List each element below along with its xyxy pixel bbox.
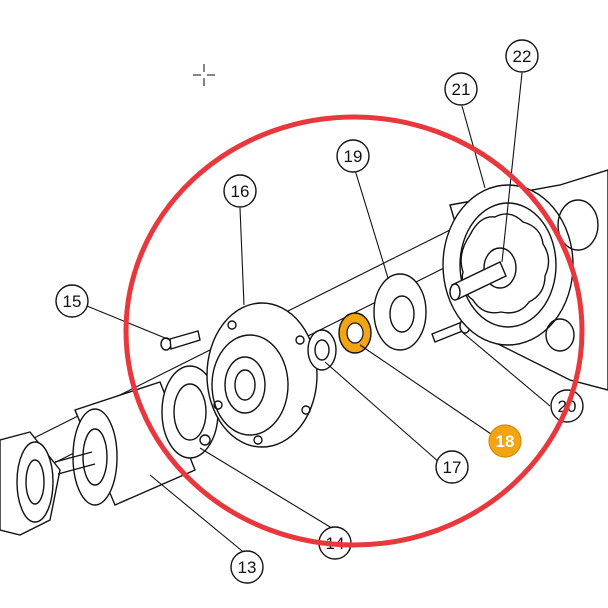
callout-18-label: 18 xyxy=(496,432,515,451)
callout-19: 19 xyxy=(336,139,370,173)
callout-22: 22 xyxy=(505,39,539,73)
callout-16-label: 16 xyxy=(231,182,250,201)
callout-21: 21 xyxy=(444,72,478,106)
callout-16: 16 xyxy=(223,174,257,208)
part-15-bolt xyxy=(160,330,201,351)
part-21-gear-housing xyxy=(442,169,608,391)
callout-17-label: 17 xyxy=(443,458,462,477)
callout-19-label: 19 xyxy=(344,147,363,166)
crosshair-icon xyxy=(193,64,215,86)
part-19-shim-disc xyxy=(373,273,427,351)
callout-13-label: 13 xyxy=(238,558,257,577)
callout-22-label: 22 xyxy=(513,47,532,66)
part-18-ring xyxy=(338,312,372,354)
part-17-bearing xyxy=(307,329,337,371)
callout-15: 15 xyxy=(55,284,89,318)
callout-15-label: 15 xyxy=(63,292,82,311)
callout-21-label: 21 xyxy=(452,80,471,99)
callout-18: 18 xyxy=(488,424,522,458)
part-16-flange-plate xyxy=(206,302,318,448)
part-14-flange xyxy=(161,365,219,459)
callout-17: 17 xyxy=(435,450,469,484)
leader-lines xyxy=(86,72,551,556)
part-22-shaft xyxy=(449,261,507,301)
callout-13: 13 xyxy=(230,550,264,584)
highlight-ring xyxy=(123,114,585,548)
